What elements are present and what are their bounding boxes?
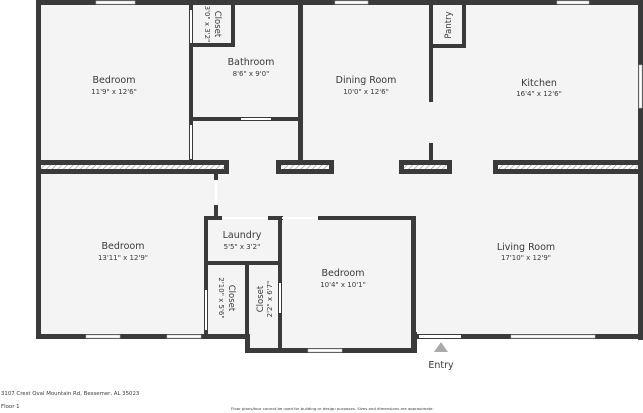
room-name: Bathroom	[228, 57, 275, 68]
window	[95, 0, 136, 5]
room-dimensions: 5'5" x 3'2"	[224, 243, 261, 251]
room-living-room: Living Room 17'10" x 12'9"	[497, 242, 555, 262]
room-dimensions: 3'0" x 3'2"	[203, 6, 211, 43]
room-dimensions: 10'4" x 10'1"	[320, 281, 366, 289]
floor-areas	[40, 4, 640, 350]
room-name: Pantry	[444, 11, 454, 38]
window	[85, 334, 121, 339]
floor-label: Floor 1	[1, 404, 20, 410]
window	[307, 348, 343, 353]
room-bedroom-1: Bedroom 11'9" x 12'6"	[91, 75, 137, 96]
room-name: Closet	[256, 285, 266, 312]
entry-arrow-icon	[434, 342, 448, 352]
room-closet-2: Closet 2'10" x 5'6"	[217, 277, 236, 318]
room-closet-1: Closet 3'0" x 3'2"	[203, 6, 222, 43]
room-bedroom-2: Bedroom 13'11" x 12'9"	[98, 241, 148, 262]
window	[510, 334, 596, 339]
room-bathroom: Bathroom 8'6" x 9'0"	[228, 57, 275, 78]
window	[166, 334, 202, 339]
room-dimensions: 11'9" x 12'6"	[91, 88, 137, 96]
room-dimensions: 8'6" x 9'0"	[233, 70, 270, 78]
window	[638, 64, 643, 109]
room-name: Living Room	[497, 242, 555, 253]
room-dimensions: 16'4" x 12'6"	[516, 90, 562, 98]
room-dimensions: 2'10" x 5'6"	[217, 277, 225, 318]
room-dimensions: 13'11" x 12'9"	[98, 254, 148, 262]
room-name: Bedroom	[102, 241, 145, 252]
interior-walls	[36, 4, 643, 352]
room-bedroom-3: Bedroom 10'4" x 10'1"	[320, 268, 366, 289]
room-name: Closet	[212, 11, 222, 38]
door-openings	[190, 10, 461, 338]
room-name: Bedroom	[93, 75, 136, 86]
room-name: Bedroom	[322, 268, 365, 279]
room-closet-3: Closet 2'2" x 6'7"	[256, 281, 274, 318]
room-pantry: Pantry	[444, 11, 454, 38]
room-dimensions: 17'10" x 12'9"	[501, 254, 551, 262]
room-name: Dining Room	[336, 75, 397, 86]
room-name: Laundry	[223, 230, 262, 241]
room-kitchen: Kitchen 16'4" x 12'6"	[516, 78, 562, 98]
window	[556, 0, 590, 5]
room-dimensions: 2'2" x 6'7"	[266, 281, 274, 318]
entry-marker: Entry	[428, 342, 454, 371]
room-name: Closet	[226, 285, 236, 312]
property-address: 3107 Crest Oval Mountain Rd, Bessemer, A…	[1, 391, 140, 397]
entry-label: Entry	[428, 360, 454, 371]
room-laundry: Laundry 5'5" x 3'2"	[223, 230, 262, 251]
window	[334, 0, 369, 5]
room-name: Kitchen	[521, 78, 557, 89]
windows	[85, 0, 643, 353]
room-dining-room: Dining Room 10'0" x 12'6"	[336, 75, 397, 96]
room-dimensions: 10'0" x 12'6"	[343, 88, 389, 96]
disclaimer-text: Floor plans/tour cannot be used for buil…	[231, 406, 434, 411]
